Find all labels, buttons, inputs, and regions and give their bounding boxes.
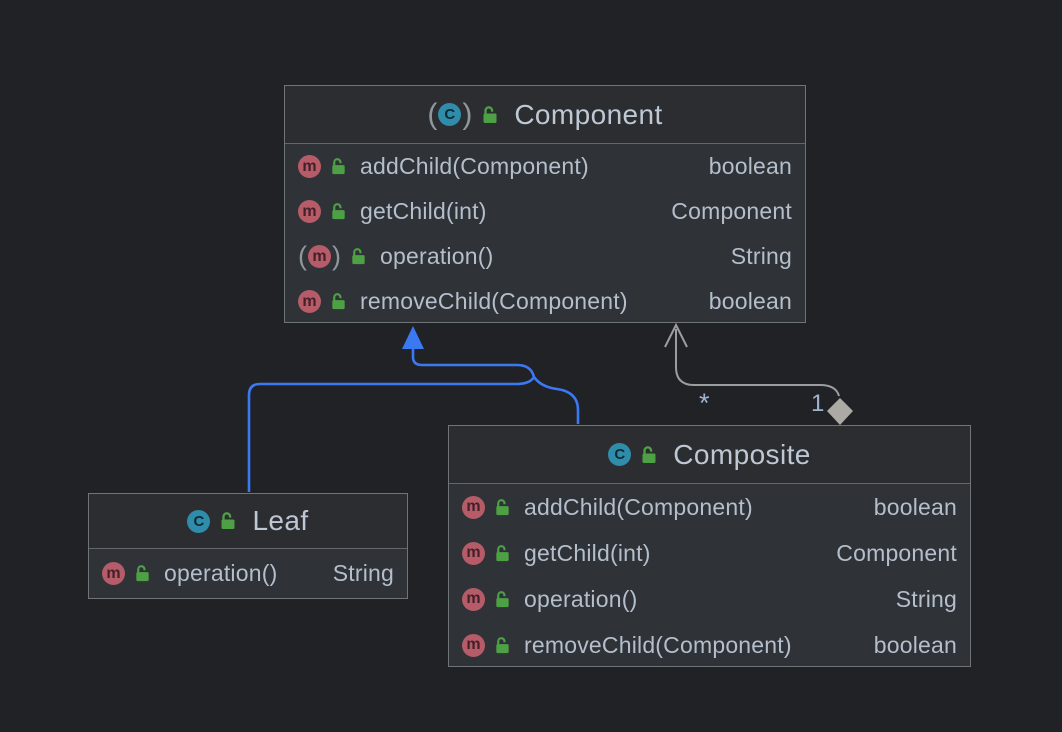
- public-lock-icon: [332, 293, 345, 310]
- class-header-leaf[interactable]: C Leaf: [89, 494, 407, 549]
- method-icon: m: [308, 245, 331, 268]
- class-header-component[interactable]: ( C ) Component: [285, 86, 805, 144]
- public-lock-icon: [332, 203, 345, 220]
- method-row[interactable]: m operation() String: [449, 576, 970, 622]
- class-icon: C: [187, 509, 211, 533]
- method-name: addChild(Component): [360, 153, 589, 179]
- aggregation-arrowhead-icon: [664, 322, 688, 348]
- class-header-composite[interactable]: C Composite: [449, 426, 970, 484]
- aggregation-diamond-icon: [827, 398, 853, 425]
- method-row[interactable]: m removeChild(Component) boolean: [449, 622, 970, 668]
- multiplicity-label-target: *: [699, 388, 710, 418]
- public-lock-icon: [496, 498, 509, 515]
- inheritance-arrowhead-icon: [402, 326, 424, 349]
- method-icon: m: [462, 541, 485, 565]
- method-return-type: boolean: [873, 631, 957, 658]
- method-row[interactable]: ( m ) operation() String: [285, 234, 805, 279]
- method-icon: m: [298, 155, 321, 178]
- abstract-class-icon: ( C ): [427, 98, 473, 131]
- method-row[interactable]: m getChild(int) Component: [449, 530, 970, 576]
- abstract-method-icon: ( m ): [298, 241, 341, 271]
- class-icon: C: [438, 103, 462, 126]
- method-name: operation(): [164, 560, 278, 586]
- class-title: Leaf: [252, 505, 309, 536]
- method-return-type: Component: [671, 198, 792, 224]
- method-return-type: boolean: [708, 153, 792, 179]
- method-row[interactable]: m operation() String: [89, 549, 407, 598]
- method-icon: m: [102, 562, 125, 585]
- method-return-type: String: [730, 243, 792, 269]
- method-row[interactable]: m addChild(Component) boolean: [285, 144, 805, 189]
- aggregation-edge[interactable]: [664, 322, 853, 425]
- public-lock-icon: [332, 158, 345, 175]
- class-title: Composite: [673, 438, 811, 470]
- method-name: removeChild(Component): [524, 631, 792, 658]
- method-icon: m: [462, 495, 485, 519]
- method-return-type: String: [895, 585, 957, 612]
- public-lock-icon: [352, 248, 365, 265]
- method-return-type: Component: [836, 539, 957, 566]
- method-return-type: boolean: [873, 493, 957, 520]
- class-box-composite[interactable]: C Composite m addChild(Component) boolea…: [448, 425, 971, 667]
- multiplicity-label-source: 1: [811, 390, 825, 417]
- method-icon: m: [298, 200, 321, 223]
- method-icon: m: [298, 290, 321, 313]
- inheritance-edge-leaf-branch: [247, 376, 536, 492]
- class-box-leaf[interactable]: C Leaf m operation() String: [88, 493, 408, 599]
- inheritance-edge-composite-branch: [532, 376, 580, 424]
- method-name: removeChild(Component): [360, 288, 628, 314]
- method-return-type: boolean: [708, 288, 792, 314]
- class-box-component[interactable]: ( C ) Component m addChild(Component) bo…: [284, 85, 806, 323]
- method-return-type: String: [332, 560, 394, 586]
- public-lock-icon: [642, 445, 656, 463]
- inheritance-edge[interactable]: [247, 326, 580, 492]
- method-name: getChild(int): [360, 198, 487, 224]
- public-lock-icon: [483, 105, 497, 123]
- method-row[interactable]: m addChild(Component) boolean: [449, 484, 970, 530]
- class-title: Component: [514, 98, 663, 130]
- method-name: operation(): [380, 243, 494, 269]
- public-lock-icon: [221, 512, 235, 529]
- method-name: addChild(Component): [524, 493, 753, 520]
- aggregation-edge-line: [675, 329, 840, 397]
- class-icon: C: [608, 443, 632, 466]
- public-lock-icon: [496, 636, 509, 653]
- method-row[interactable]: m getChild(int) Component: [285, 189, 805, 234]
- public-lock-icon: [496, 590, 509, 607]
- method-row[interactable]: m removeChild(Component) boolean: [285, 279, 805, 324]
- public-lock-icon: [496, 544, 509, 561]
- inheritance-edge-stem: [411, 348, 536, 378]
- method-icon: m: [462, 587, 485, 611]
- method-name: operation(): [524, 585, 638, 612]
- method-name: getChild(int): [524, 539, 651, 566]
- method-icon: m: [462, 633, 485, 657]
- public-lock-icon: [136, 565, 149, 582]
